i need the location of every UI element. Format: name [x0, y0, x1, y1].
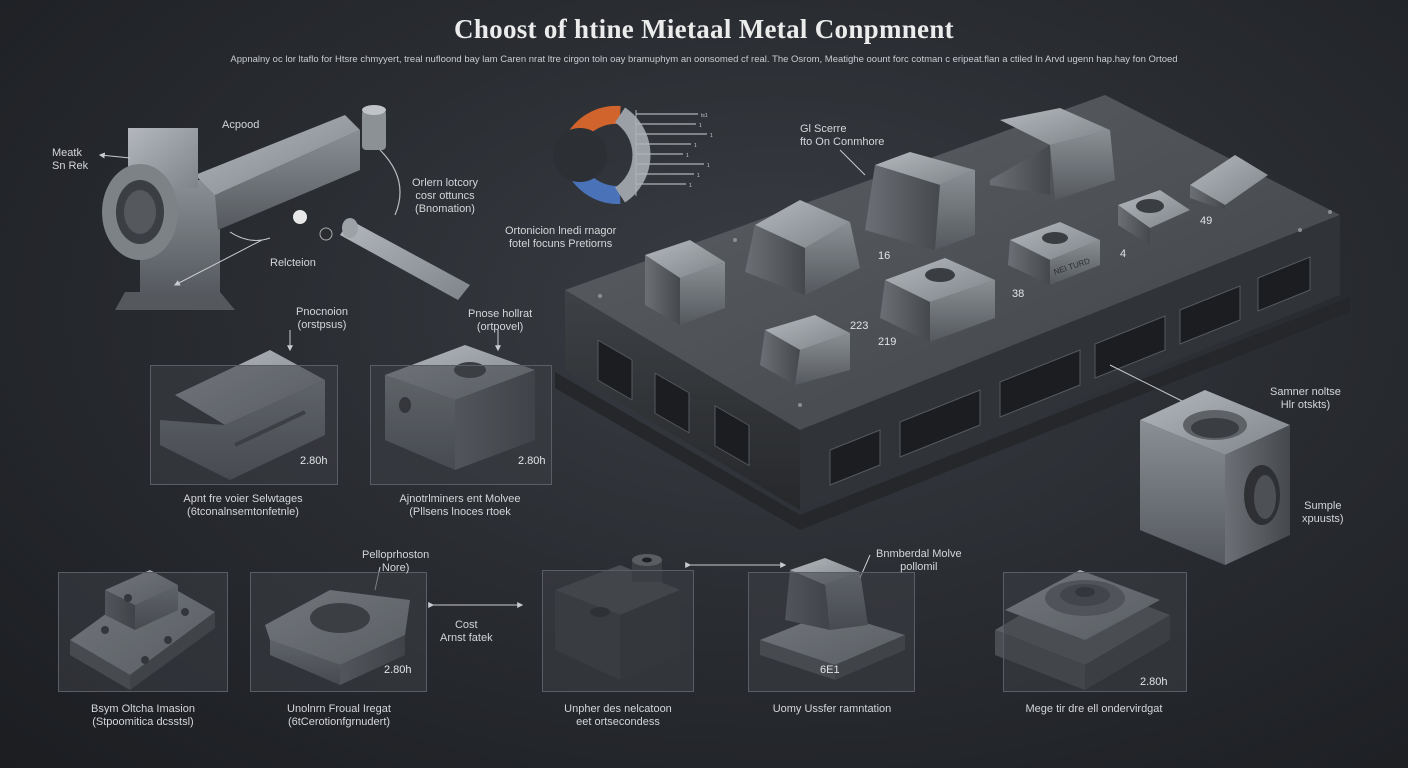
sample-top-label: Samner noltse Hlr otskts) [1270, 386, 1341, 412]
plate-label: Gl Scerre fto On Conmhore [800, 123, 884, 149]
bottom-2-caption-line2: (6tCerotionfgrnudert) [287, 716, 391, 728]
mesh-label: Meatk Sn Rek [52, 147, 88, 173]
panel-frame-6 [748, 572, 915, 692]
ring-caption-line1: Ortonicion lnedi rnagor [505, 225, 617, 237]
bottom-5-value: 2.80h [1140, 676, 1168, 688]
cost-label-line2: Arnst fatek [440, 632, 493, 644]
plate-number-6: 219 [878, 336, 897, 348]
bottom-4-caption: Uomy Ussfer ramntation [748, 703, 916, 716]
mesh-label-line1: Meatk [52, 147, 82, 159]
plate-number-1: 16 [878, 250, 891, 262]
middle-2-heading-line2: (ortpovel) [476, 321, 524, 333]
middle-2-caption-line1: Ajnotrlminers ent Molvee [399, 493, 521, 505]
bottom-4-value: 6E1 [820, 664, 840, 676]
bolt-label-line2: cosr ottuncs [415, 190, 475, 202]
bottom-2-heading: Pelloprhoston Nore) [362, 549, 429, 575]
sample-side-label: Sumple xpuusts) [1302, 500, 1344, 526]
bottom-2-caption-line1: Unolnrn Froual Iregat [287, 703, 391, 715]
bottom-1-caption-line1: Bsym Oltcha Imasion [91, 703, 195, 715]
middle-1-heading: Pnocnoion (orstpsus) [296, 306, 348, 332]
plate-label-line1: Gl Scerre [800, 123, 847, 135]
middle-2-heading-line1: Pnose hollrat [468, 308, 533, 320]
bolt-label: Orlern lotcory cosr ottuncs (Bnomation) [412, 177, 478, 216]
ring-bar-label-5: 1 [686, 153, 689, 159]
plate-number-4: 38 [1012, 288, 1025, 300]
ring-caption-line2: fotel focuns Pretiorns [508, 238, 613, 250]
bottom-1-caption-line2: (Stpoomitica dcsstsl) [92, 716, 194, 728]
ring-bar-label-4: 1 [694, 143, 697, 149]
sample-side-line1: Sumple [1304, 500, 1342, 512]
panel-frame-4 [250, 572, 427, 692]
plate-label-line2: fto On Conmhore [800, 136, 885, 148]
bottom-5-caption-line1: Mege tir dre ell ondervirdgat [1025, 703, 1163, 715]
panel-frame-2 [370, 365, 552, 485]
bolt-label-line1: Orlern lotcory [412, 177, 479, 189]
bottom-4-heading: Bnmberdal Molve pollomil [876, 548, 962, 574]
middle-2-value: 2.80h [518, 455, 546, 467]
pipe-assembly-illustration [98, 105, 470, 310]
ring-bar-label-1: ts1 [701, 113, 708, 119]
middle-2-caption-line2: (Pllsens lnoces rtoek [409, 506, 511, 518]
middle-1-heading-line2: (orstpsus) [297, 319, 347, 331]
ring-bar-label-6: 1 [707, 163, 710, 169]
bolt-label-line3: (Bnomation) [415, 203, 475, 215]
plate-number-2: 4 [1120, 248, 1127, 260]
sample-top-line2: Hlr otskts) [1280, 399, 1331, 411]
sample-cube [1140, 390, 1290, 565]
panel-frame-7 [1003, 572, 1187, 692]
bottom-3-caption-line2: eet ortsecondess [576, 716, 660, 728]
ring-bar-label-8: 1 [689, 183, 692, 189]
relation-label: Relcteion [270, 257, 316, 269]
middle-1-caption-line2: (6tconalnsemtonfetnle) [187, 506, 299, 518]
middle-2-heading: Pnose hollrat (ortpovel) [468, 308, 532, 334]
panel-frame-5 [542, 570, 694, 692]
append-label: Acpood [222, 119, 260, 131]
middle-1-heading-line1: Pnocnoion [296, 306, 348, 318]
middle-1-value: 2.80h [300, 455, 328, 467]
panel-frame-1 [150, 365, 338, 485]
middle-1-caption: Apnt fre voier Selwtages (6tconalnsemton… [158, 493, 328, 519]
sample-top-line1: Samner noltse [1270, 386, 1341, 398]
bottom-5-caption: Mege tir dre ell ondervirdgat [1003, 703, 1185, 716]
plate-number-5: 223 [850, 320, 869, 332]
sample-side-line2: xpuusts) [1302, 513, 1344, 525]
cost-label: Cost Arnst fatek [440, 619, 493, 645]
middle-1-caption-line1: Apnt fre voier Selwtages [183, 493, 303, 505]
bottom-2-value: 2.80h [384, 664, 412, 676]
middle-2-caption: Ajnotrlminers ent Molvee (Pllsens lnoces… [370, 493, 550, 519]
panel-frame-3 [58, 572, 228, 692]
ring-chart-caption: Ortonicion lnedi rnagor fotel focuns Pre… [505, 225, 616, 251]
ring-bar-label-7: 1 [697, 173, 700, 179]
mesh-label-line2: Sn Rek [52, 160, 89, 172]
bottom-3-caption-line1: Unpher des nelcatoon [564, 703, 672, 715]
bottom-3-caption: Unpher des nelcatoon eet ortsecondess [542, 703, 694, 729]
ring-bar-label-3: 1 [710, 133, 713, 139]
bottom-4-heading-line2: pollomil [900, 561, 938, 573]
perforated-base-plate [555, 95, 1350, 530]
bottom-2-heading-line2: Nore) [381, 562, 410, 574]
bottom-1-caption: Bsym Oltcha Imasion (Stpoomitica dcsstsl… [58, 703, 228, 729]
cost-label-line1: Cost [454, 619, 478, 631]
bottom-2-heading-line1: Pelloprhoston [362, 549, 430, 561]
page-subtitle: Appnalny oc lor ltaflo for Htsre chmyyer… [230, 54, 1178, 65]
bottom-2-caption: Unolnrn Froual Iregat (6tCerotionfgrnude… [250, 703, 428, 729]
page-title: Choost of htine Mietaal Metal Conpmnent [454, 14, 954, 44]
bottom-4-caption-line1: Uomy Ussfer ramntation [772, 703, 892, 715]
bottom-4-heading-line1: Bnmberdal Molve [876, 548, 962, 560]
plate-number-3: 49 [1200, 215, 1213, 227]
ring-bar-label-2: 1 [699, 123, 702, 129]
